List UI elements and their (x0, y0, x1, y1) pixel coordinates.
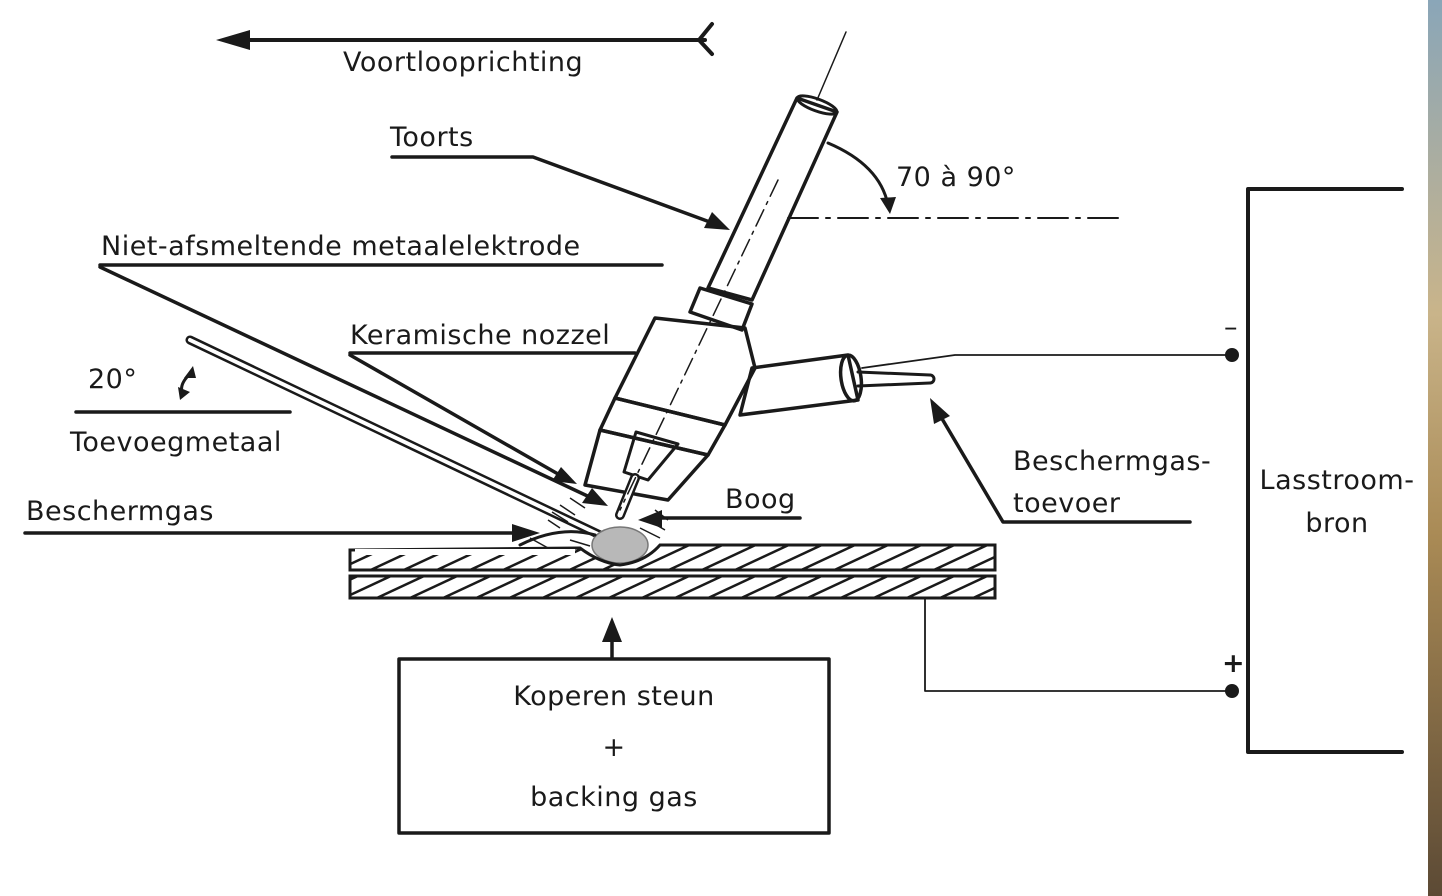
backing-box (397, 657, 831, 835)
shield-gas-leader (23, 524, 540, 542)
weld-pool (591, 526, 649, 564)
filler-rod (185, 335, 605, 540)
torch-label: Toorts (389, 122, 474, 153)
electrode-label: Niet-afsmeltende metaalelektrode (101, 231, 581, 262)
power-source-box (1246, 187, 1404, 754)
shield-gas-label: Beschermgas (26, 496, 214, 527)
gas-supply-label-2: toevoer (1013, 488, 1121, 519)
torch-leader (390, 155, 730, 230)
nozzle-label: Keramische nozzel (350, 320, 610, 351)
backing-line1: Koperen steun (513, 681, 714, 712)
backing-line2: + (602, 732, 625, 763)
travel-direction-arrow (216, 22, 714, 56)
plus-label: + (1222, 648, 1245, 679)
power-label-1: Lasstroom- (1260, 465, 1415, 496)
direction-label: Voortlooprichting (343, 47, 583, 78)
minus-label: – (1224, 312, 1238, 343)
angle-filler-label: 20° (88, 364, 137, 395)
arc-leader (638, 510, 802, 528)
filler-label: Toevoegmetaal (69, 427, 282, 458)
gas-supply-leader (930, 398, 1192, 524)
nozzle-leader (348, 351, 637, 484)
backing-arrow (602, 617, 622, 660)
workpiece (348, 530, 997, 600)
angle-torch-label: 70 à 90° (896, 162, 1016, 193)
gas-supply-tube (738, 353, 936, 417)
shield-gas-cloud (529, 491, 669, 549)
gas-supply-label-1: Beschermgas- (1013, 446, 1211, 477)
positive-cable (924, 597, 1239, 698)
negative-cable (861, 348, 1239, 369)
torch (583, 31, 847, 520)
backing-line3: backing gas (530, 782, 698, 813)
arc-label: Boog (725, 484, 796, 515)
power-label-2: bron (1305, 508, 1368, 539)
torch-angle-indicator (787, 141, 1126, 219)
photo-edge-strip (1428, 0, 1442, 896)
electrode-leader (98, 263, 664, 506)
filler-angle-icon (178, 366, 196, 400)
